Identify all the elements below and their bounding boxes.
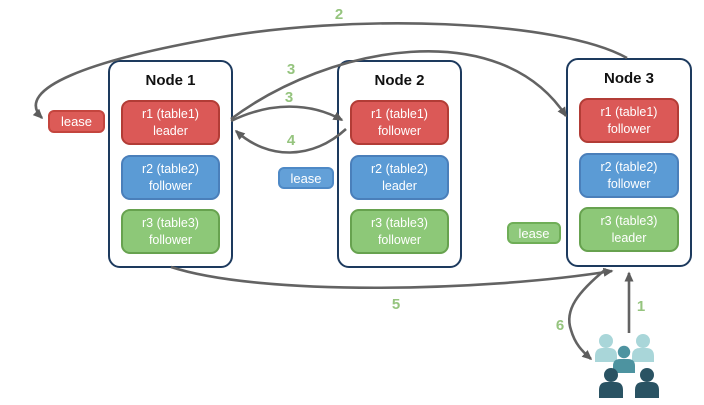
replica-role: follower	[148, 232, 193, 247]
node1-replica-r1: r1 (table1) leader	[121, 100, 220, 145]
replica-role: leader	[382, 178, 417, 193]
arrow-label-3-lower: 3	[284, 89, 294, 106]
replica-role: leader	[153, 123, 188, 138]
node2-replica-r2: r2 (table2) leader	[350, 155, 449, 200]
node-title: Node 3	[603, 70, 654, 87]
replica-name: r3 (table3)	[600, 214, 658, 228]
node-title: Node 2	[374, 72, 425, 89]
node2-replica-r3: r3 (table3) follower	[350, 209, 449, 254]
arrow-label-2: 2	[334, 6, 344, 23]
arrow-6-node3-to-clients	[568, 267, 607, 360]
lease-badge-green: lease	[507, 222, 561, 244]
arrow-label-1: 1	[636, 298, 646, 315]
replica-role: leader	[611, 230, 647, 245]
replica-role: follower	[607, 121, 651, 136]
node1-replica-r3: r3 (table3) follower	[121, 209, 220, 254]
replica-name: r2 (table2)	[142, 162, 199, 176]
replica-name: r2 (table2)	[600, 160, 658, 174]
arrow-label-5: 5	[391, 296, 401, 313]
node-box-2: Node 2 r1 (table1) follower r2 (table2) …	[337, 60, 462, 268]
arrow-5-node1-to-node3	[170, 265, 614, 290]
replica-name: r3 (table3)	[371, 216, 428, 230]
replica-role: follower	[377, 232, 422, 247]
lease-badge-red: lease	[48, 110, 105, 133]
node2-replica-r1: r1 (table1) follower	[350, 100, 449, 145]
node3-replica-r1: r1 (table1) follower	[579, 98, 679, 143]
node1-replica-r2: r2 (table2) follower	[121, 155, 220, 200]
replica-role: follower	[148, 178, 193, 193]
replica-name: r3 (table3)	[142, 216, 199, 230]
arrow-label-3-upper: 3	[286, 61, 296, 78]
node-box-1: Node 1 r1 (table1) leader r2 (table2) fo…	[108, 60, 233, 268]
lease-badge-blue: lease	[278, 167, 334, 189]
node3-replica-r3: r3 (table3) leader	[579, 207, 679, 252]
replica-name: r2 (table2)	[371, 162, 428, 176]
replica-name: r1 (table1)	[371, 107, 428, 121]
users-group-icon	[595, 334, 659, 398]
replica-role: follower	[377, 123, 422, 138]
node-box-3: Node 3 r1 (table1) follower r2 (table2) …	[566, 58, 692, 267]
replica-role: follower	[607, 176, 651, 191]
arrow-3-node1-to-node2	[230, 105, 344, 123]
arrow-label-6: 6	[555, 317, 565, 334]
replica-name: r1 (table1)	[142, 107, 199, 121]
replica-name: r1 (table1)	[600, 105, 658, 119]
node3-replica-r2: r2 (table2) follower	[579, 153, 679, 198]
node-title: Node 1	[145, 72, 196, 89]
arrow-label-4: 4	[286, 132, 296, 149]
